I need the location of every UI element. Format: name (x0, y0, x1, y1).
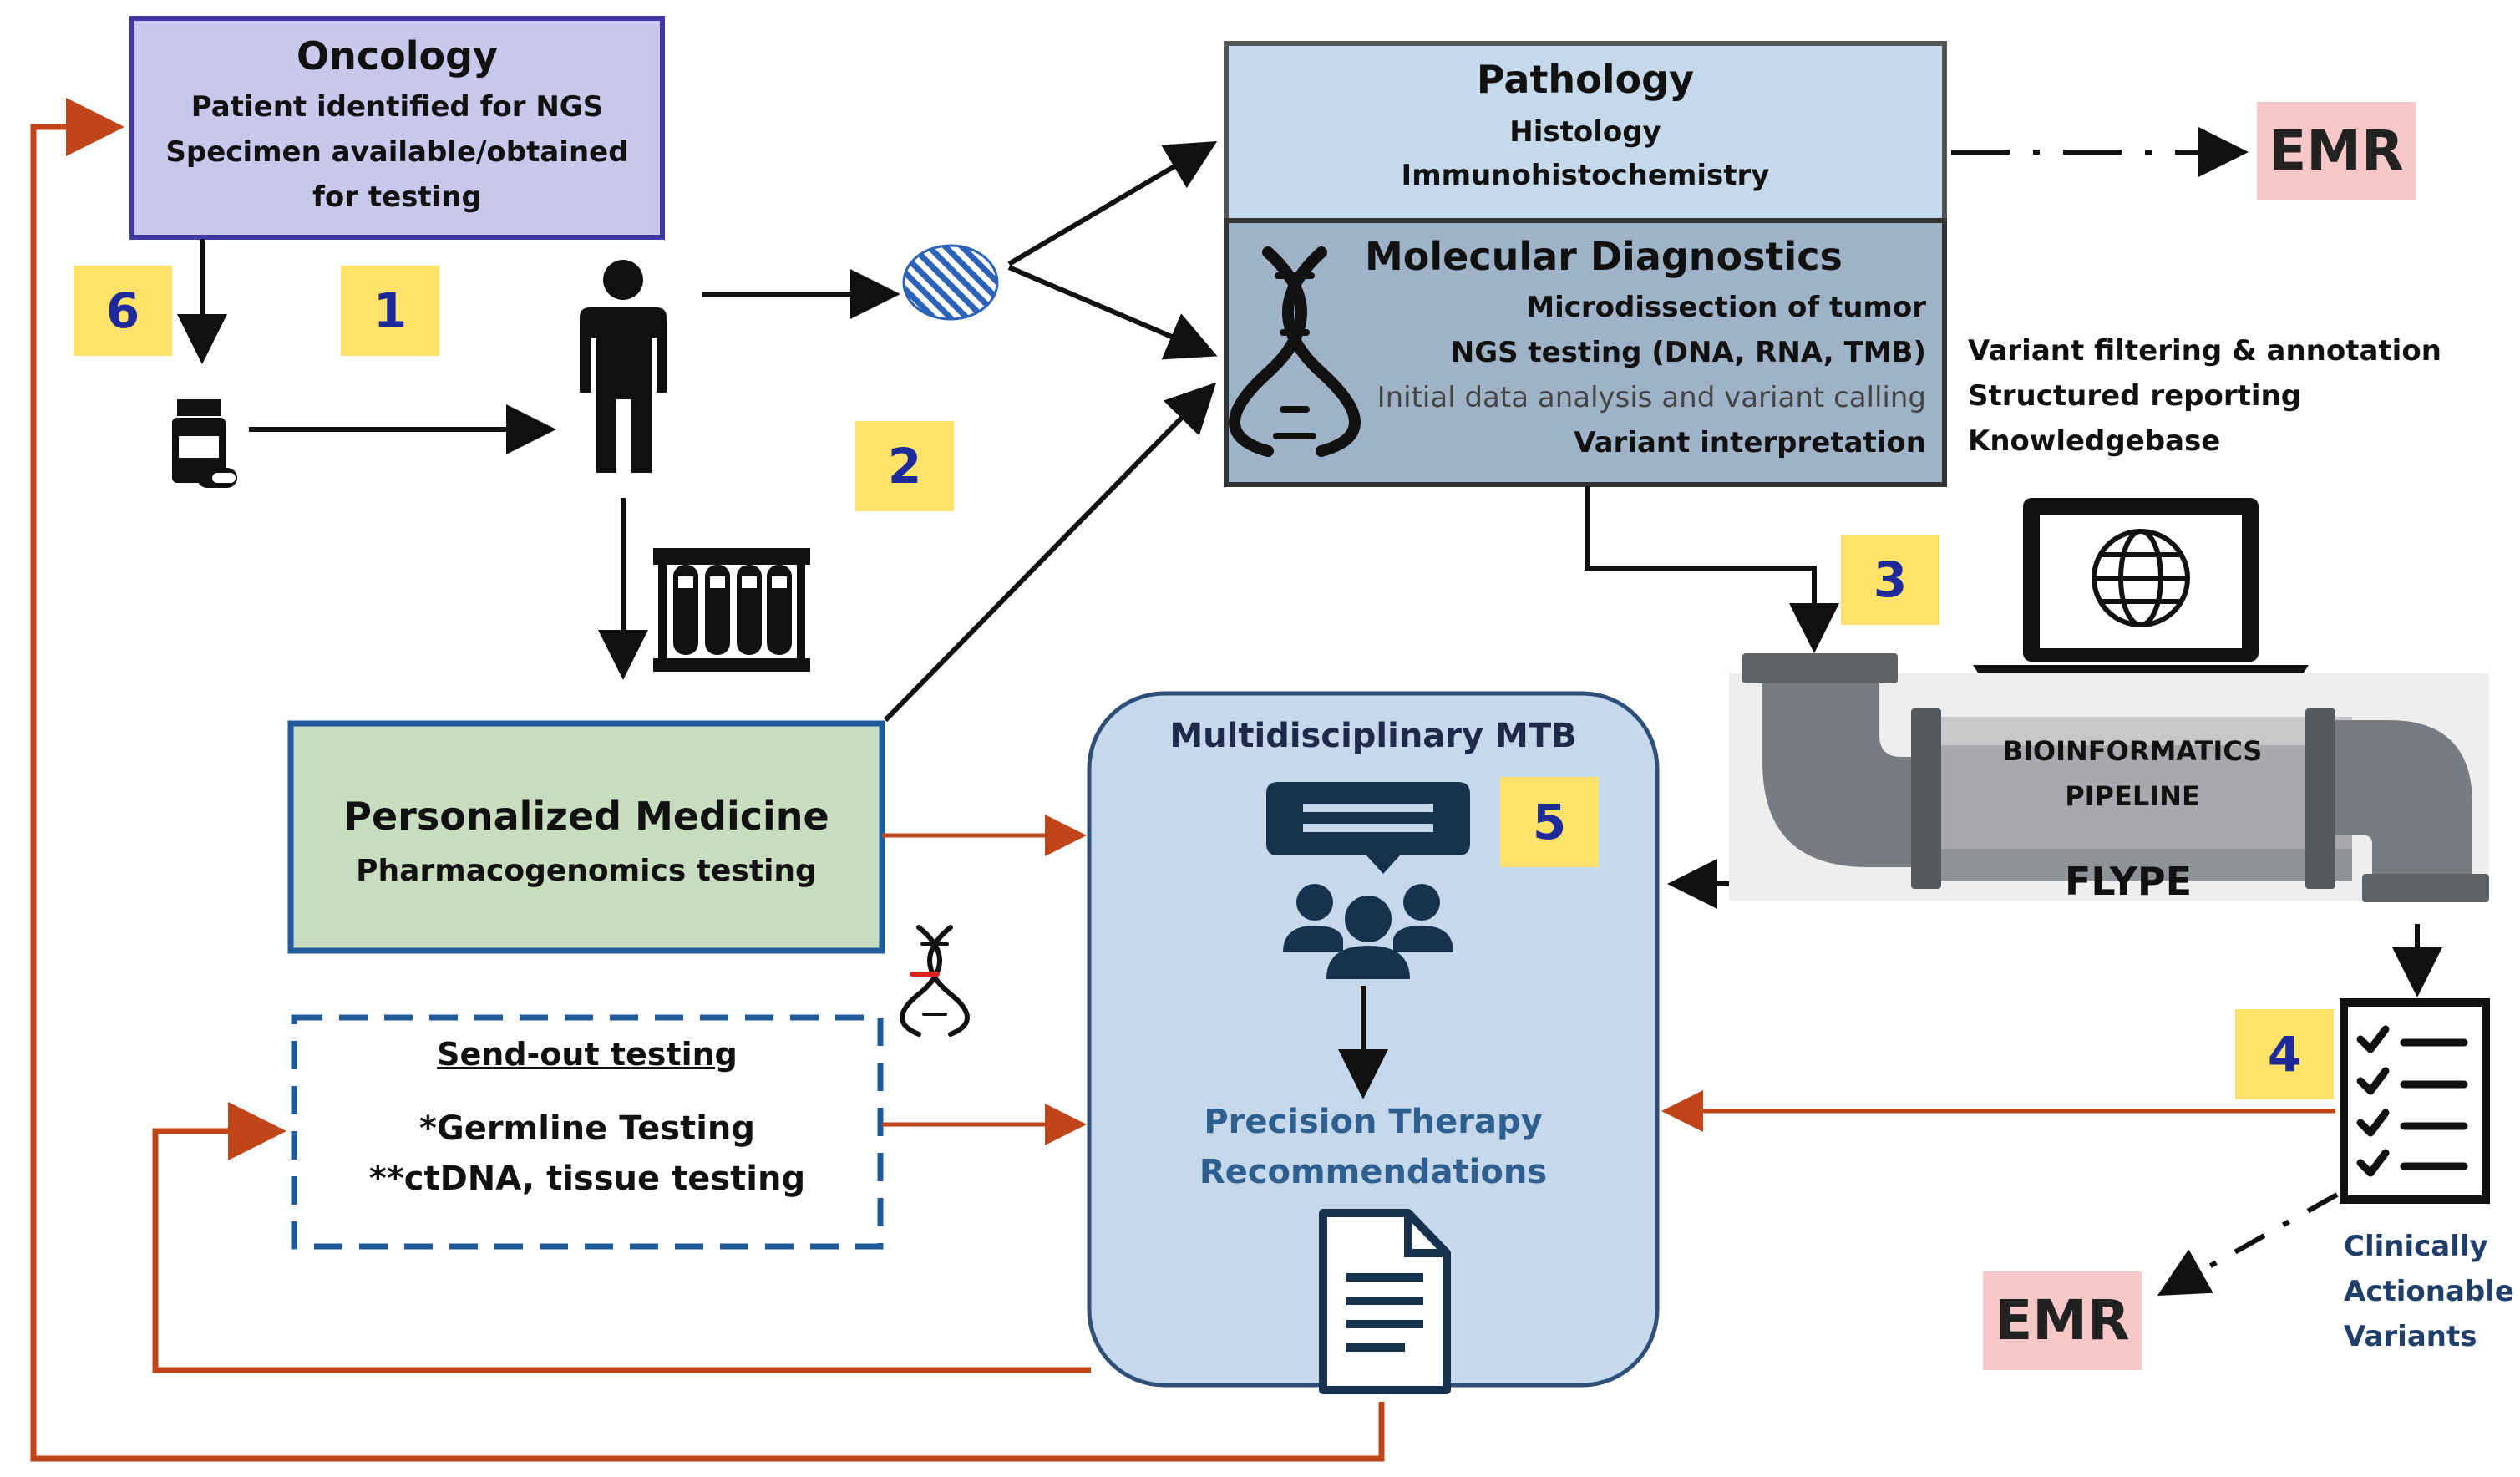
step-badge-3: 3 (1841, 535, 1939, 625)
medication-icon (172, 399, 237, 488)
globe-icon (2092, 529, 2190, 627)
oncology-line-3: for testing (312, 180, 482, 214)
team-icon (1283, 884, 1453, 979)
pipeline-label-1: BIOINFORMATICS (2002, 735, 2263, 767)
report-document-icon (1319, 1209, 1451, 1394)
arrow-specimen-to-pathology (1007, 140, 1218, 266)
sendout-line-1: *Germline Testing (418, 1109, 756, 1148)
bioinfo-note-1: Variant filtering & annotation (1968, 334, 2441, 368)
bioinfo-note-2: Structured reporting (1968, 379, 2302, 413)
pipeline-icon (1729, 653, 2489, 902)
mtb-title: Multidisciplinary MTB (1169, 717, 1577, 755)
molecular-line-2: NGS testing (DNA, RNA, TMB) (1450, 336, 1926, 369)
molecular-line-3: Initial data analysis and variant callin… (1377, 381, 1926, 414)
step-badge-4: 4 (2235, 1009, 2334, 1099)
arrow-personalized-to-molecular (883, 382, 1217, 723)
step-badge-1: 1 (341, 266, 439, 356)
sendout-box (291, 1014, 884, 1250)
mtb-recommendation-1: Precision Therapy (1204, 1103, 1543, 1141)
clinical-line-1: Clinically (2344, 1230, 2488, 1263)
arrow-mtb-to-sendout (152, 1102, 1091, 1373)
arrow-checklist-to-emr (2157, 1192, 2339, 1296)
sendout-title: Send-out testing (437, 1036, 738, 1073)
personalized-title: Personalized Medicine (343, 794, 829, 839)
arrow-report-to-oncology (30, 98, 1385, 1462)
small-dna-icon (900, 925, 970, 1037)
oncology-title: Oncology (296, 33, 498, 79)
sendout-line-2: **ctDNA, tissue testing (368, 1160, 806, 1198)
specimen-icon (902, 244, 999, 321)
test-tubes-icon (653, 548, 810, 672)
discussion-icon (1266, 782, 1470, 874)
pathology-title: Pathology (1476, 57, 1695, 102)
molecular-line-4: Variant interpretation (1574, 426, 1926, 459)
pathology-line-1: Histology (1509, 115, 1661, 149)
oncology-box (129, 16, 665, 240)
oncology-line-2: Specimen available/obtained (165, 135, 629, 169)
arrow-molecular-to-pipeline (1585, 486, 1839, 653)
step-badge-6: 6 (74, 266, 172, 356)
bioinfo-note-3: Knowledgebase (1968, 424, 2221, 458)
emr-bottom-label: EMR (1983, 1271, 2142, 1370)
oncology-line-1: Patient identified for NGS (190, 90, 604, 124)
step-badge-5: 5 (1500, 777, 1599, 867)
molecular-line-1: Microdissection of tumor (1526, 291, 1926, 324)
pipeline-label-2: PIPELINE (2065, 780, 2200, 812)
step-badge-2: 2 (855, 421, 954, 511)
clinical-line-3: Variants (2344, 1320, 2477, 1353)
checklist-icon (2340, 998, 2490, 1204)
personalized-subtitle: Pharmacogenomics testing (356, 854, 817, 888)
pathology-box (1224, 41, 1947, 223)
patient-icon (580, 260, 667, 473)
pipeline-name: FLYPE (2065, 859, 2193, 904)
arrow-specimen-to-molecular (1007, 265, 1218, 360)
mtb-recommendation-2: Recommendations (1199, 1153, 1548, 1191)
pathology-line-2: Immunohistochemistry (1401, 159, 1770, 192)
laptop-icon (1973, 498, 2309, 693)
clinical-line-2: Actionable (2344, 1275, 2514, 1308)
molecular-title: Molecular Diagnostics (1365, 234, 1843, 279)
emr-top-label: EMR (2257, 102, 2416, 200)
dna-icon (1229, 246, 1361, 457)
